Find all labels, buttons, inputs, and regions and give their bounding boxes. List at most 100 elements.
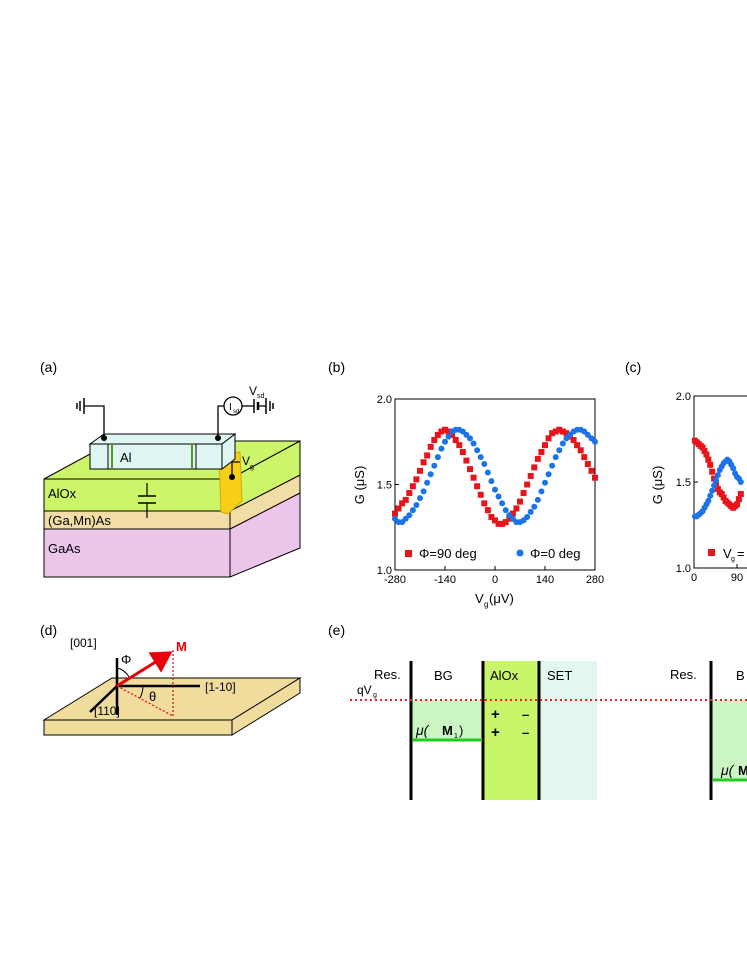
projection-diagonal (116, 685, 174, 717)
data-point-square (538, 449, 545, 456)
al-label: Al (120, 450, 132, 465)
data-point-square (701, 448, 708, 455)
data-point-square (395, 505, 402, 512)
bg-label-2: B (736, 668, 745, 683)
data-point-square (434, 431, 441, 438)
data-point-square (438, 428, 445, 435)
data-point-circle (534, 496, 541, 503)
data-point-square (509, 510, 516, 517)
data-point-square (474, 483, 481, 490)
data-point-circle (413, 502, 420, 509)
gate-wire (231, 461, 240, 477)
al-island-top (88, 433, 237, 445)
data-point-square (427, 443, 434, 450)
data-point-square (699, 444, 706, 451)
data-point-square (470, 474, 477, 481)
plot-b-ylabel: G (μS) (352, 466, 367, 505)
plot-b-yticks: 1.01.52.0 (377, 394, 399, 577)
data-point-circle (409, 507, 416, 514)
legend-b-red-text: Φ=90 deg (419, 546, 477, 561)
mu-label-1-close: ) (459, 723, 463, 738)
magnetization-arrow (116, 651, 173, 688)
phi-arc (116, 667, 130, 678)
data-point-square (703, 451, 710, 458)
legend-c-red-eq: = (737, 546, 745, 561)
data-point-square (499, 520, 506, 527)
data-point-square (709, 468, 716, 475)
res-label: Res. (374, 667, 401, 682)
data-point-square (588, 467, 595, 474)
panel-b-label: (b) (328, 359, 345, 375)
data-point-circle (705, 497, 712, 504)
data-point-circle (552, 454, 559, 461)
data-point-circle (492, 486, 498, 493)
sd-wire (217, 405, 225, 438)
data-point-circle (424, 479, 431, 486)
data-point-square (449, 431, 456, 438)
legend-b-blue-text: Φ=0 deg (530, 546, 581, 561)
data-point-square (506, 515, 513, 522)
vg-sub: g (250, 464, 254, 471)
data-point-circle (714, 472, 721, 479)
res-label-2: Res. (670, 667, 697, 682)
data-point-square (549, 430, 556, 437)
axis-110-label: [110] (94, 704, 120, 718)
layer-label-alox: AlOx (48, 486, 77, 501)
data-point-square (592, 474, 598, 481)
data-point-circle (477, 454, 484, 461)
data-point-square (534, 455, 541, 462)
data-point-square (484, 507, 491, 514)
plot-c-yticks: 1.01.52.0 (676, 391, 698, 575)
al-island-front (89, 443, 223, 470)
data-point-square (574, 442, 581, 449)
xtick-label: 140 (536, 574, 554, 586)
data-point-square (406, 490, 413, 497)
data-point-circle (531, 503, 538, 510)
data-point-circle (538, 488, 545, 495)
legend-b-red-marker (405, 550, 412, 557)
xtick-label: 0 (691, 572, 697, 584)
ytick-label: 1.0 (676, 563, 691, 575)
data-point-circle (549, 462, 556, 469)
data-point-circle (712, 477, 719, 484)
data-point-circle (495, 493, 502, 500)
xtick-label: 0 (492, 574, 498, 586)
data-point-square (399, 500, 406, 507)
data-point-square (570, 437, 577, 444)
mu-label-2-m: M (738, 763, 747, 778)
xtick-label: -140 (434, 574, 456, 586)
plot-b-xlabel: V (475, 591, 484, 606)
data-point-circle (420, 488, 427, 495)
mu-label-1-m: M (442, 723, 453, 738)
data-point-square (456, 442, 463, 449)
ground-wire (84, 405, 105, 438)
data-point-circle (417, 495, 423, 502)
data-point-square (527, 472, 534, 479)
set-label: SET (547, 668, 572, 683)
charge-minus-2: – (522, 725, 529, 740)
xtick-label: -280 (384, 574, 406, 586)
data-point-square (409, 483, 416, 490)
isd-sub: sd (233, 409, 239, 415)
panel-c-label: (c) (625, 359, 641, 375)
data-point-circle (556, 447, 563, 454)
charge-plus-2: + (491, 724, 500, 741)
data-point-square (734, 501, 740, 508)
data-point-square (442, 426, 448, 433)
data-point-circle (730, 465, 737, 472)
ytick-label: 1.5 (377, 480, 392, 492)
axis-1m10-label: [1-10] (205, 680, 236, 694)
ytick-label: 1.5 (676, 477, 691, 489)
data-point-square (524, 481, 531, 488)
data-point-square (707, 461, 714, 468)
data-point-circle (431, 462, 438, 469)
data-point-circle (434, 454, 441, 461)
data-point-square (718, 491, 725, 498)
axis-001-label: [001] (70, 636, 97, 650)
charge-minus-1: – (522, 707, 529, 722)
data-point-circle (470, 440, 477, 447)
qvg-label: qV (357, 683, 372, 697)
panel-d: (d) [001] Φ M [1-10] θ [110] (40, 622, 302, 736)
